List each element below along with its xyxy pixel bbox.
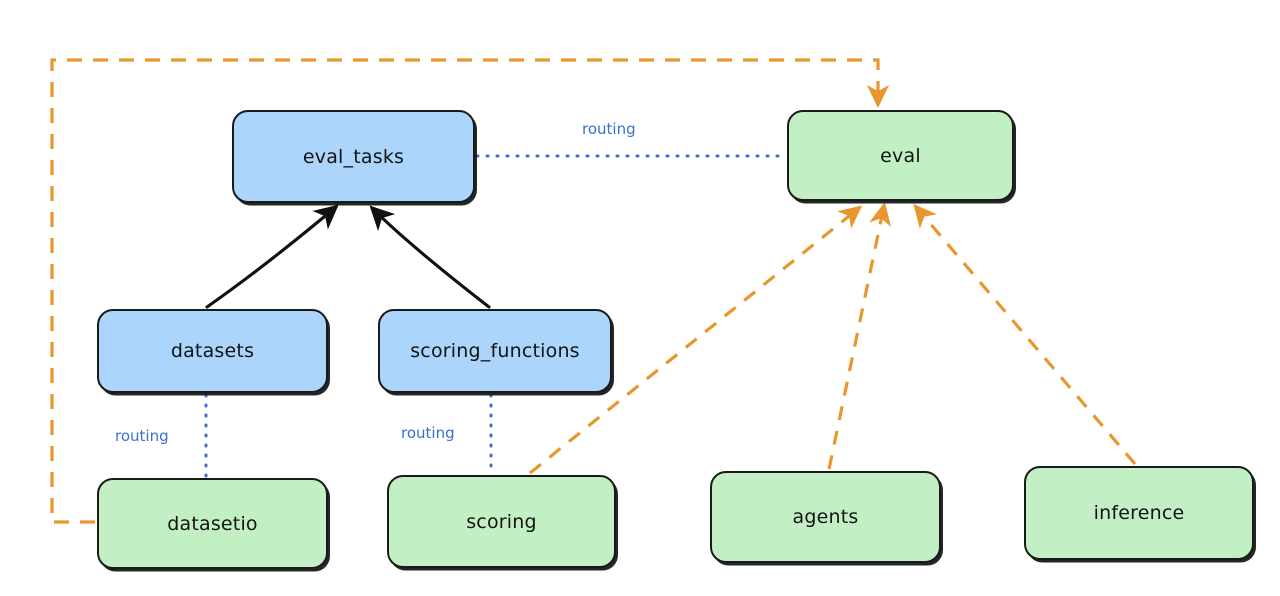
edge-scoring-functions-to-eval-tasks bbox=[369, 205, 491, 309]
node-label-inference: inference bbox=[1093, 502, 1185, 524]
edge-label-routing-datasets: routing bbox=[112, 427, 172, 445]
node-label-datasets: datasets bbox=[170, 340, 255, 362]
node-label-scoring-functions: scoring_functions bbox=[410, 340, 580, 362]
node-scoring[interactable]: scoring bbox=[387, 475, 616, 568]
node-eval-tasks[interactable]: eval_tasks bbox=[232, 110, 475, 203]
node-label-datasetio: datasetio bbox=[167, 512, 258, 535]
node-label-eval-tasks: eval_tasks bbox=[302, 145, 405, 168]
node-inference[interactable]: inference bbox=[1024, 466, 1254, 560]
edge-datasets-to-eval-tasks bbox=[205, 204, 339, 309]
edge-scoring-to-eval-dependency bbox=[528, 205, 863, 475]
edge-label-routing-scoring: routing bbox=[398, 424, 458, 442]
node-label-agents: agents bbox=[792, 506, 859, 528]
node-scoring-functions[interactable]: scoring_functions bbox=[378, 309, 612, 393]
edge-inference-to-eval-dependency bbox=[913, 203, 1137, 466]
edge-agents-to-eval-dependency bbox=[827, 202, 891, 470]
edge-label-routing-eval: routing bbox=[579, 120, 639, 138]
node-label-eval: eval bbox=[880, 144, 921, 167]
node-datasets[interactable]: datasets bbox=[97, 309, 328, 393]
edge-datasetio-to-eval-dependency bbox=[50, 58, 890, 524]
node-datasetio[interactable]: datasetio bbox=[97, 478, 328, 569]
node-eval[interactable]: eval bbox=[787, 110, 1014, 201]
node-agents[interactable]: agents bbox=[710, 471, 941, 563]
node-label-scoring: scoring bbox=[466, 510, 537, 533]
